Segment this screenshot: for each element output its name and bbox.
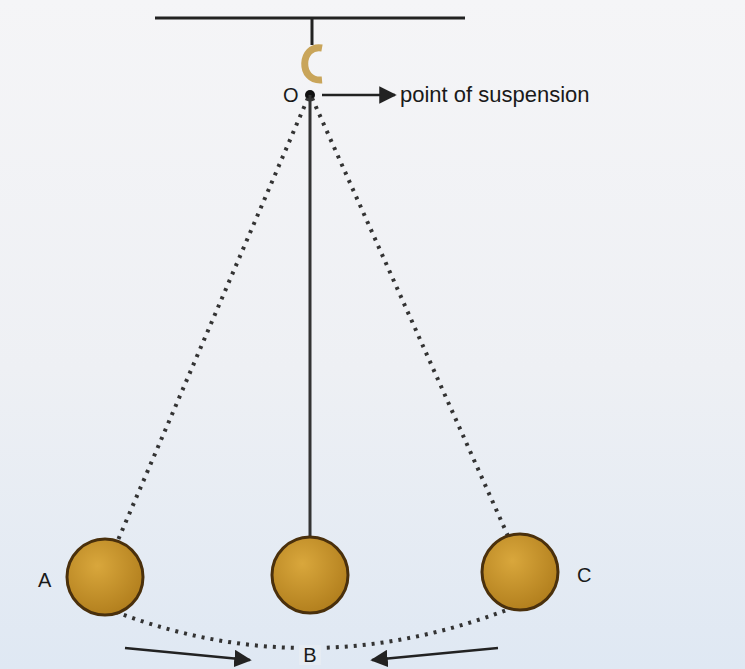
motion-arrow — [125, 648, 250, 660]
bob — [272, 537, 348, 613]
position-label: C — [577, 565, 591, 585]
dotted-string — [118, 98, 308, 540]
position-label: A — [38, 570, 51, 590]
position-label: B — [299, 645, 320, 665]
bob — [482, 534, 558, 610]
clamp — [305, 48, 322, 80]
support-rod — [311, 18, 314, 45]
dotted-string — [312, 98, 508, 536]
point-label: O — [283, 85, 299, 105]
ceiling — [155, 17, 465, 20]
callout-text: point of suspension — [400, 84, 590, 106]
motion-arrow — [372, 648, 498, 660]
string — [309, 95, 312, 537]
bob — [67, 539, 143, 615]
pointer-arrow — [322, 94, 395, 97]
